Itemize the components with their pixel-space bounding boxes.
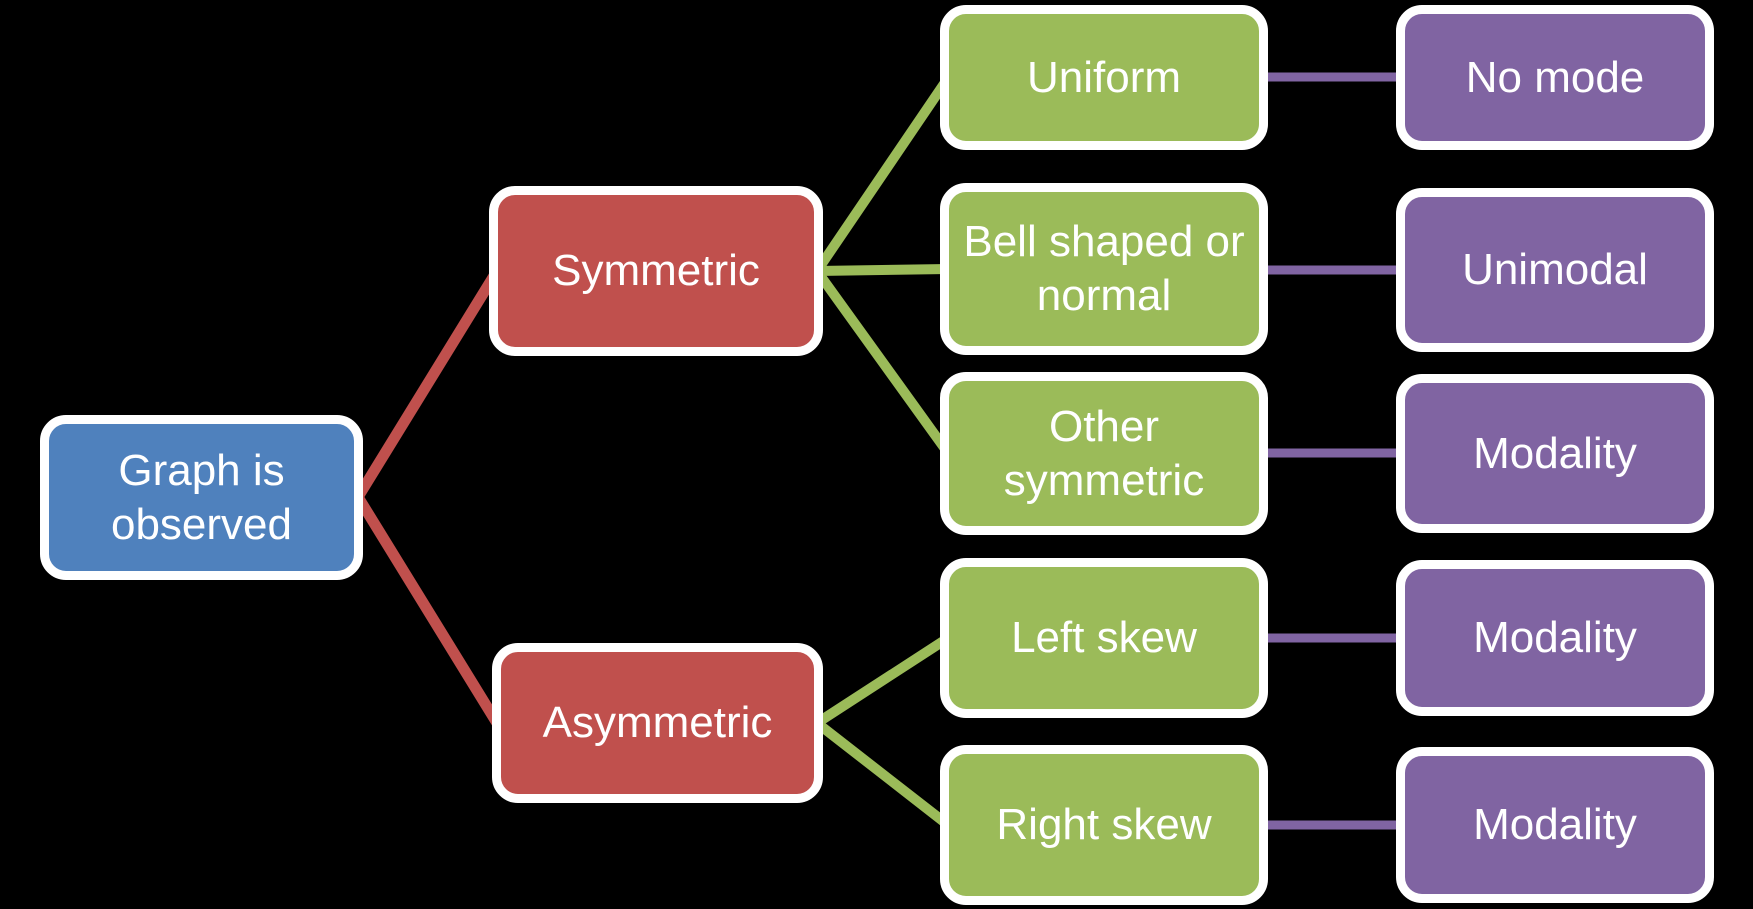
node-asymmetric: Asymmetric bbox=[492, 643, 823, 803]
node-modality-other: Modality bbox=[1396, 374, 1714, 533]
node-right-skew: Right skew bbox=[940, 745, 1268, 905]
edge-symmetric-other bbox=[812, 266, 953, 458]
node-bell-shaped: Bell shaped or normal bbox=[940, 183, 1268, 355]
node-symmetric: Symmetric bbox=[489, 186, 823, 356]
node-label: Asymmetric bbox=[542, 698, 773, 748]
node-label: Modality bbox=[1473, 613, 1637, 663]
edge-asymmetric-rightskew bbox=[812, 718, 953, 830]
node-graph-is-observed: Graph is observed bbox=[40, 415, 363, 580]
node-modality-right: Modality bbox=[1396, 747, 1714, 903]
edge-symmetric-bell bbox=[812, 264, 953, 276]
node-other-symmetric: Other symmetric bbox=[940, 372, 1268, 535]
node-left-skew: Left skew bbox=[940, 558, 1268, 718]
edge-root-asymmetric bbox=[352, 491, 503, 729]
node-uniform: Uniform bbox=[940, 5, 1268, 150]
node-label: Left skew bbox=[1011, 613, 1197, 663]
node-label: Unimodal bbox=[1462, 245, 1648, 295]
edge-symmetric-uniform bbox=[812, 73, 953, 276]
node-modality-left: Modality bbox=[1396, 560, 1714, 716]
node-label: Graph is observed bbox=[110, 445, 292, 549]
node-label: Uniform bbox=[1026, 52, 1182, 102]
edge-asymmetric-leftskew bbox=[812, 633, 953, 728]
node-label: Symmetric bbox=[552, 246, 760, 296]
node-no-mode: No mode bbox=[1396, 5, 1714, 150]
node-label: Modality bbox=[1473, 428, 1637, 478]
node-label: No mode bbox=[1465, 52, 1645, 102]
node-label: Bell shaped or normal bbox=[963, 217, 1245, 320]
node-unimodal: Unimodal bbox=[1396, 188, 1714, 352]
edge-root-symmetric bbox=[352, 265, 503, 503]
node-label: Other symmetric bbox=[1003, 401, 1205, 505]
node-label: Modality bbox=[1473, 800, 1637, 850]
node-label: Right skew bbox=[996, 800, 1212, 850]
